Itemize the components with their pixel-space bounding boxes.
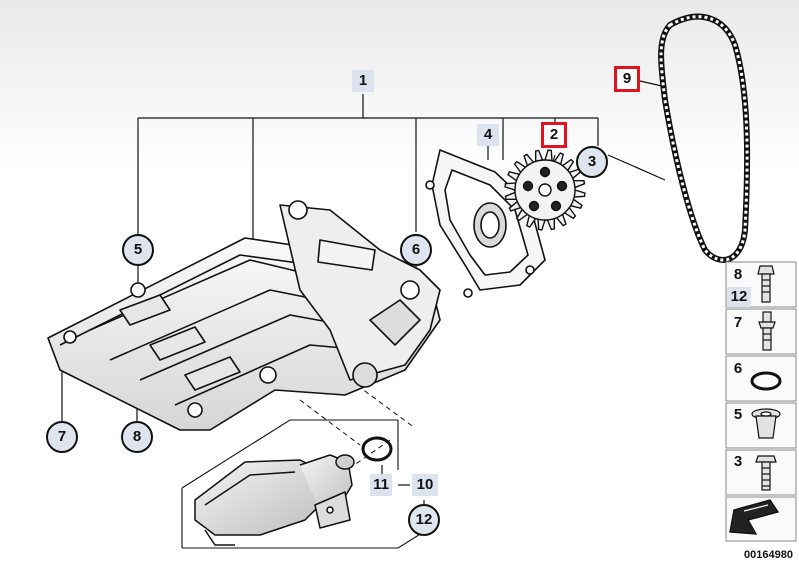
drive-chain bbox=[658, 13, 751, 263]
callout-12: 12 bbox=[408, 504, 440, 536]
o-ring-icon bbox=[750, 371, 782, 391]
callout-7: 7 bbox=[46, 421, 78, 453]
sprocket bbox=[504, 149, 586, 231]
legend-num-12: 12 bbox=[727, 287, 751, 307]
oil-pickup bbox=[194, 454, 355, 546]
callout-3: 3 bbox=[576, 146, 608, 178]
stud-bolt-icon bbox=[758, 311, 776, 351]
callout-8: 8 bbox=[121, 421, 153, 453]
bolt-icon bbox=[757, 265, 775, 303]
label-4: 4 bbox=[477, 124, 499, 146]
label-2-highlighted: 2 bbox=[541, 122, 567, 148]
legend-num-7: 7 bbox=[733, 314, 743, 331]
label-11: 11 bbox=[370, 474, 392, 496]
o-ring bbox=[361, 436, 393, 462]
legend-num-5: 5 bbox=[733, 406, 743, 423]
label-9-highlighted: 9 bbox=[614, 66, 640, 92]
legend-num-3: 3 bbox=[733, 453, 743, 470]
pump-cover-gasket bbox=[425, 149, 546, 298]
torx-bolt-icon bbox=[755, 455, 777, 491]
callout-5: 5 bbox=[122, 234, 154, 266]
label-1: 1 bbox=[352, 70, 374, 92]
oil-pump-housing bbox=[47, 200, 441, 431]
sleeve-icon bbox=[751, 408, 781, 439]
callout-6: 6 bbox=[400, 234, 432, 266]
legend-num-6: 6 bbox=[733, 360, 743, 377]
arrow-icon bbox=[729, 499, 780, 535]
label-10: 10 bbox=[412, 474, 438, 496]
document-id: 00164980 bbox=[744, 549, 793, 561]
legend-num-8: 8 bbox=[733, 266, 743, 283]
